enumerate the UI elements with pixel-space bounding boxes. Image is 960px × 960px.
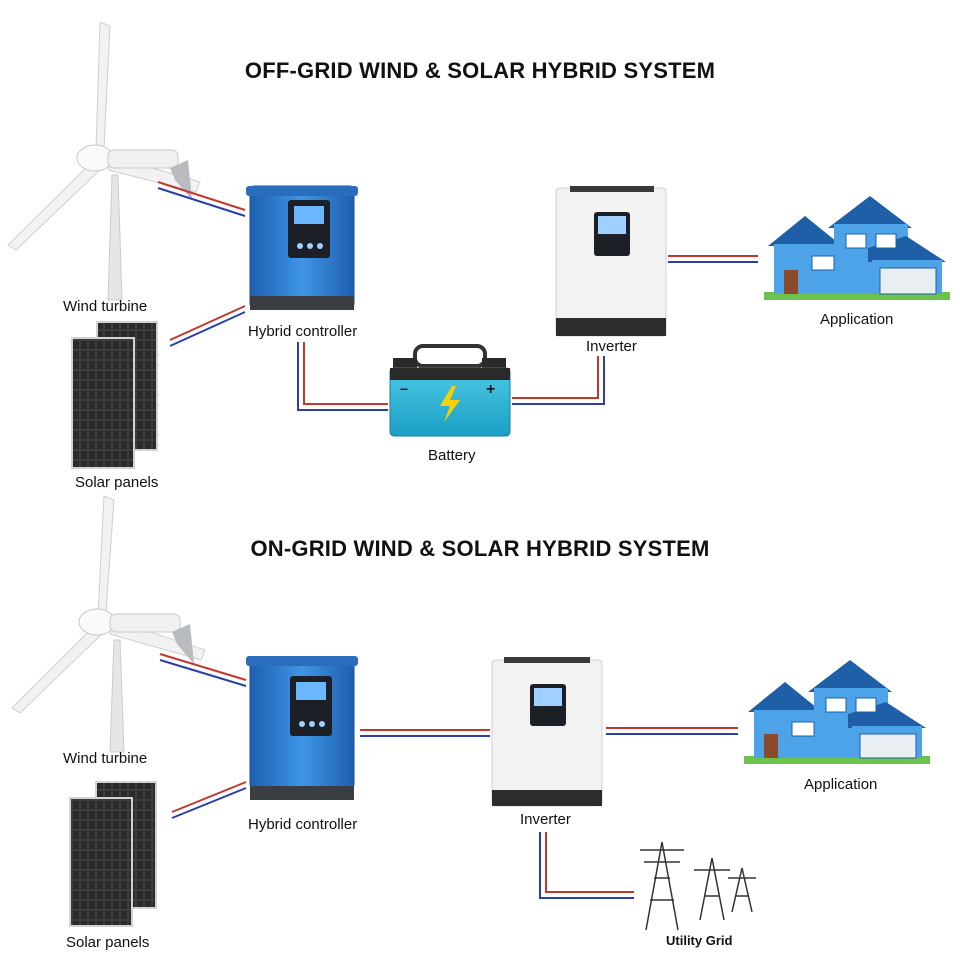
svg-text:−: − <box>400 381 408 397</box>
house-icon <box>764 196 950 300</box>
solar-panels-label: Solar panels <box>66 934 149 951</box>
application-label: Application <box>804 776 877 793</box>
wind-turbine-icon <box>12 496 205 752</box>
house-icon <box>744 660 930 764</box>
hybrid-controller-icon <box>246 186 358 310</box>
hybrid-controller-label: Hybrid controller <box>248 816 357 833</box>
inverter-label: Inverter <box>520 811 571 828</box>
application-label: Application <box>820 311 893 328</box>
wind-turbine-label: Wind turbine <box>63 750 147 767</box>
utility-grid-label: Utility Grid <box>666 933 732 948</box>
battery-label: Battery <box>428 447 476 464</box>
battery-icon: − + <box>390 346 510 436</box>
solar-panels-icon <box>72 322 157 468</box>
wind-turbine-icon <box>8 22 200 300</box>
solar-panels-label: Solar panels <box>75 474 158 491</box>
utility-grid-icon <box>640 842 756 930</box>
wind-turbine-label: Wind turbine <box>63 298 147 315</box>
inverter-icon <box>556 186 666 336</box>
svg-text:+: + <box>486 381 495 398</box>
solar-panels-icon <box>70 782 156 926</box>
inverter-label: Inverter <box>586 338 637 355</box>
hybrid-controller-label: Hybrid controller <box>248 323 357 340</box>
hybrid-controller-icon <box>246 656 358 800</box>
inverter-icon <box>492 657 602 806</box>
